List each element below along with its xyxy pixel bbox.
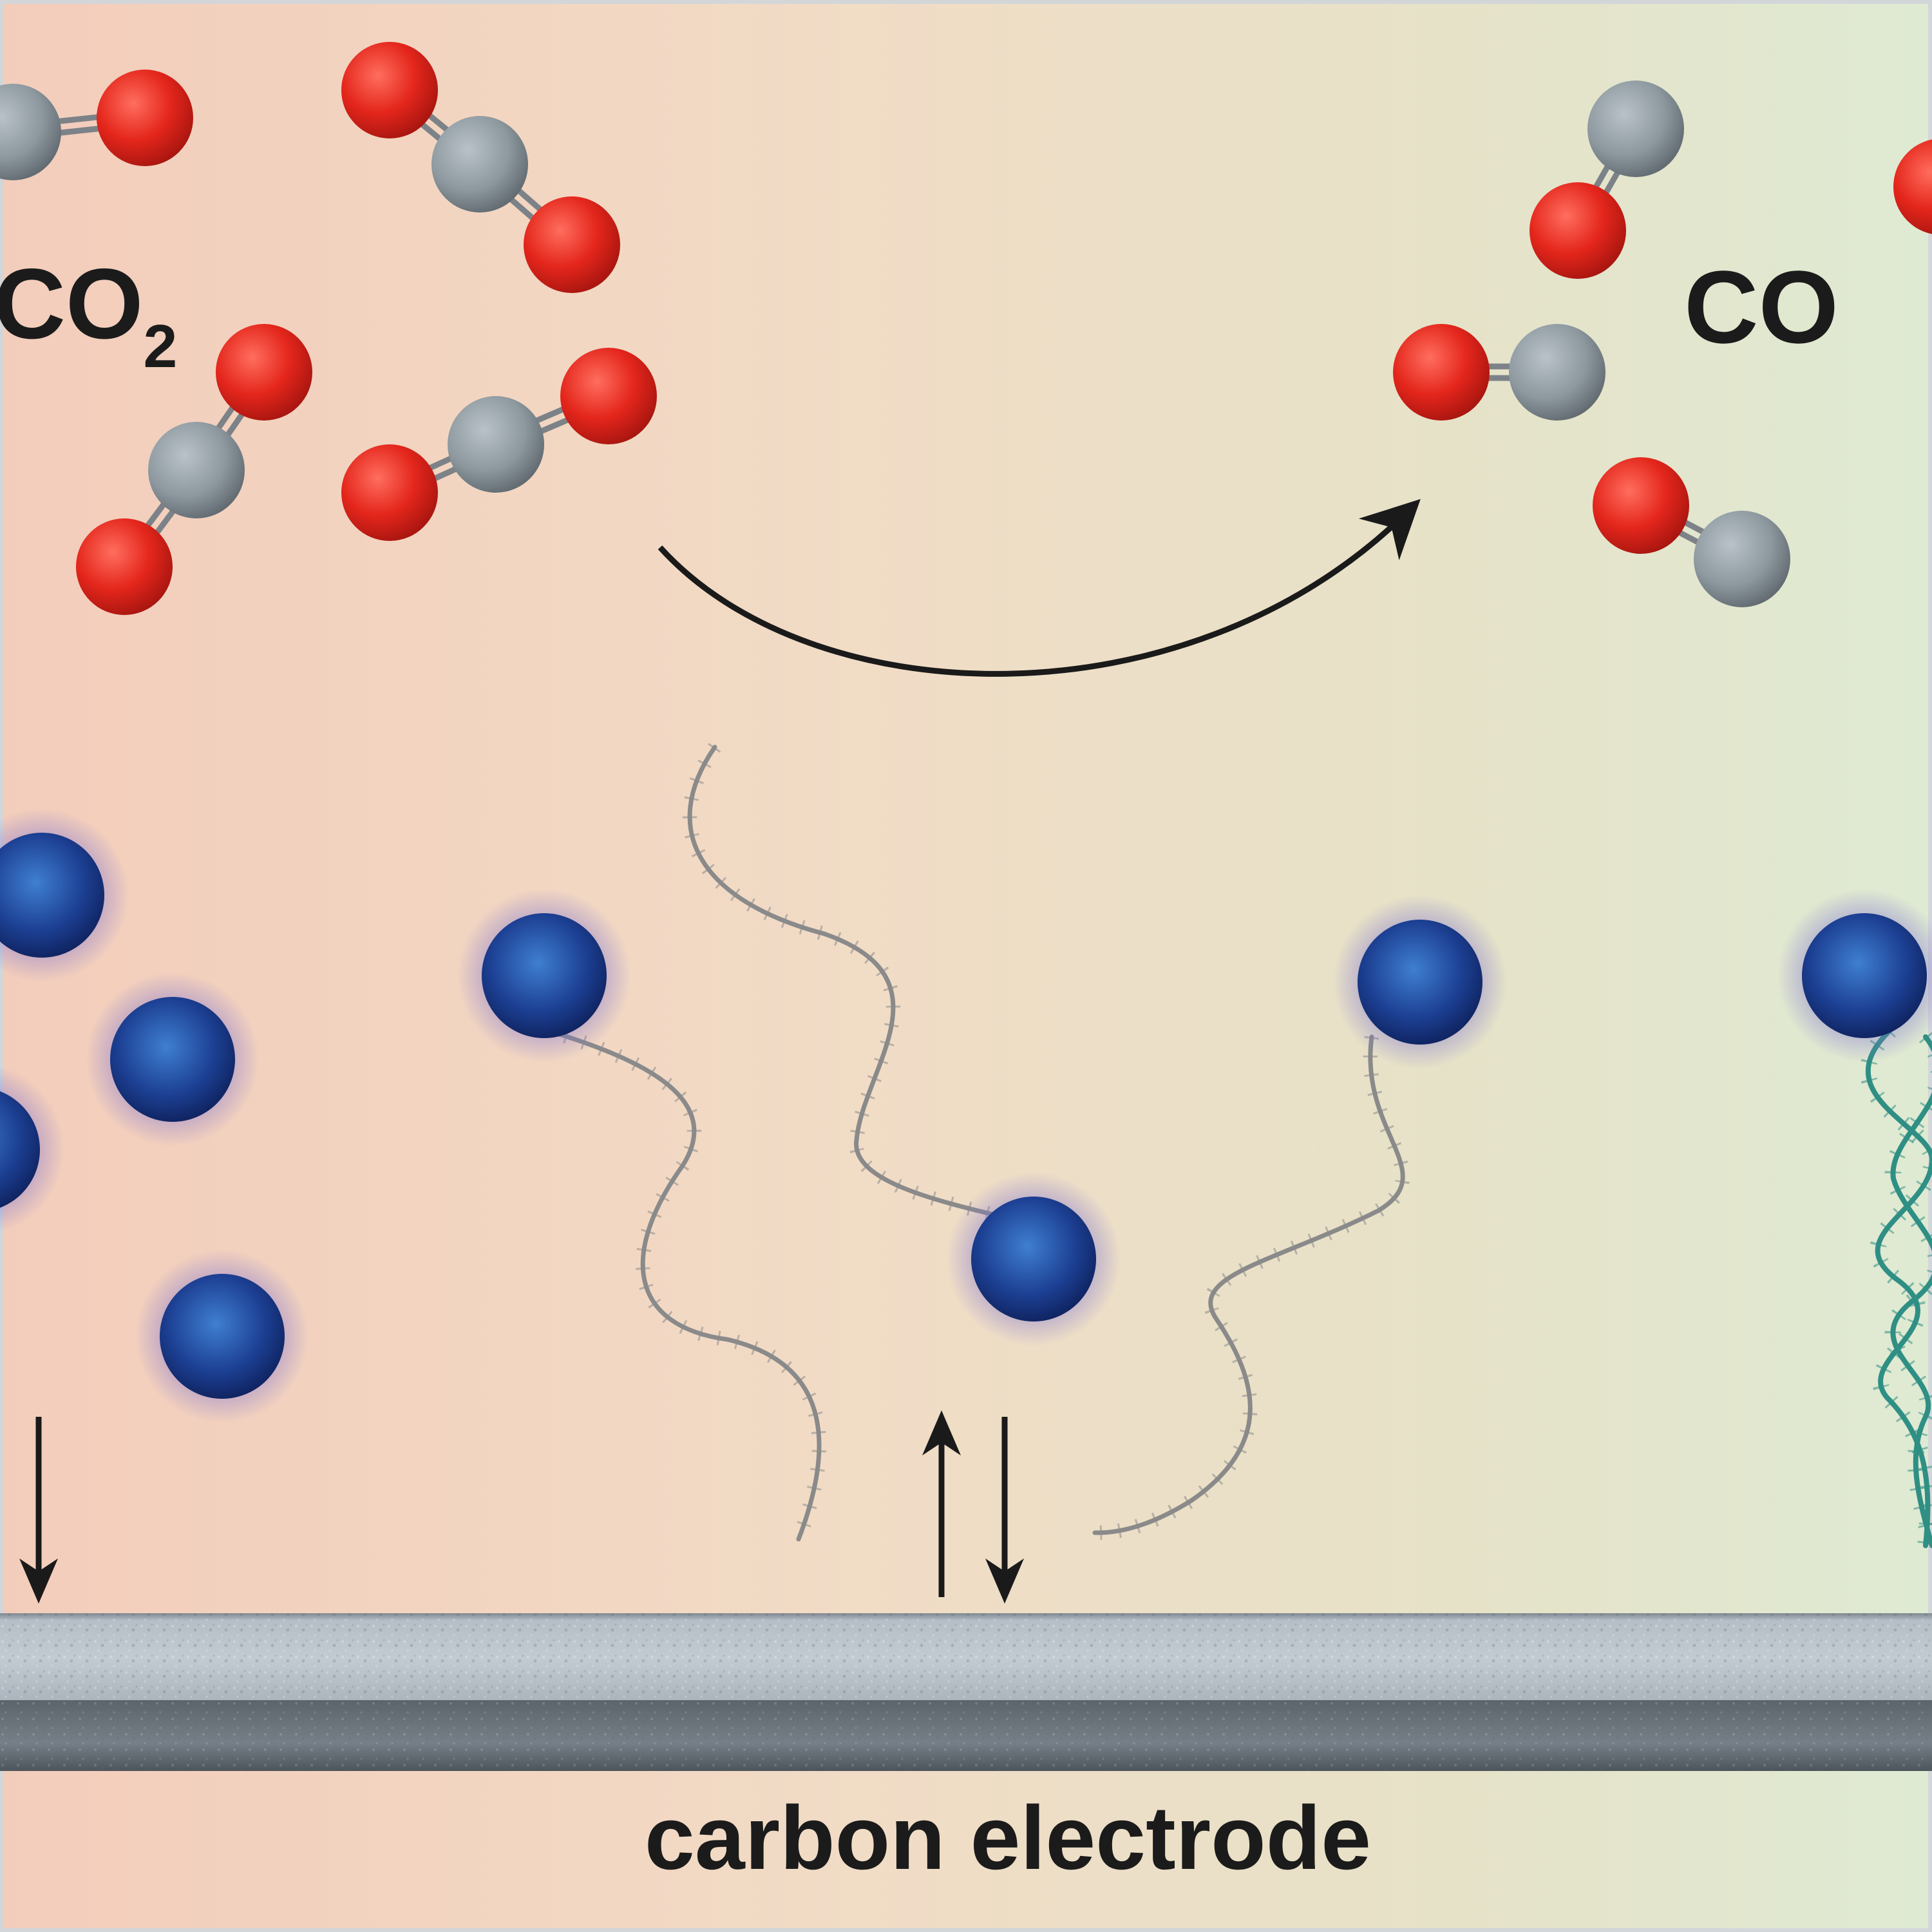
carbon-atom bbox=[0, 84, 61, 180]
nanoparticle-core bbox=[1358, 920, 1482, 1045]
nanoparticle bbox=[86, 972, 260, 1146]
carbon-atom bbox=[1694, 511, 1790, 607]
nanoparticle-core bbox=[0, 833, 104, 958]
oxygen-atom bbox=[524, 196, 620, 293]
oxygen-atom bbox=[1393, 324, 1490, 421]
co-molecule bbox=[1593, 457, 1790, 607]
carbon-atom bbox=[1587, 80, 1684, 177]
nanoparticle bbox=[0, 1065, 64, 1234]
nanoparticles bbox=[0, 808, 1932, 1423]
co2-label: CO2 bbox=[0, 248, 177, 381]
carbon-electrode bbox=[0, 1613, 1932, 1771]
nanoparticle-core bbox=[110, 997, 235, 1122]
nanoparticle bbox=[457, 889, 631, 1063]
carbon-atom bbox=[148, 422, 245, 518]
oxygen-atom bbox=[341, 444, 438, 541]
nanoparticle bbox=[1777, 889, 1932, 1063]
double-arrow-icon bbox=[922, 1410, 1024, 1604]
oxygen-atom bbox=[1530, 182, 1626, 279]
co2-molecule bbox=[76, 324, 312, 615]
co-molecule bbox=[1530, 80, 1684, 279]
nanoparticle bbox=[947, 1172, 1121, 1346]
oxygen-atom bbox=[1593, 457, 1689, 554]
carbon-atom bbox=[431, 116, 528, 213]
double-arrow-icon bbox=[19, 1417, 58, 1604]
oxygen-atom bbox=[97, 70, 193, 166]
oxygen-atom bbox=[76, 518, 173, 615]
nanoparticle-core bbox=[160, 1274, 285, 1399]
nanoparticle bbox=[1333, 895, 1507, 1069]
nanoparticle-core bbox=[482, 913, 607, 1038]
dna-single-strand bbox=[545, 1028, 822, 1542]
nanoparticle-core bbox=[0, 1091, 40, 1208]
nanoparticle bbox=[135, 1249, 309, 1423]
oxygen-atom bbox=[216, 324, 312, 421]
dna-single-strand bbox=[1092, 1034, 1405, 1535]
dna-double-strand-bases bbox=[1860, 1024, 1932, 1546]
oxygen-atom bbox=[560, 348, 657, 444]
nanoparticle bbox=[0, 808, 129, 982]
co2-molecules bbox=[0, 42, 657, 615]
co-molecule bbox=[1393, 324, 1605, 421]
dna-strands bbox=[545, 743, 1932, 1548]
carbon-atom bbox=[1509, 324, 1605, 421]
nanoparticle-core bbox=[1802, 913, 1927, 1038]
dna-double-strand bbox=[1890, 1034, 1932, 1548]
electrode-label: carbon electrode bbox=[645, 1787, 1371, 1888]
co-label: CO bbox=[1684, 249, 1839, 365]
co-molecule bbox=[1893, 139, 1932, 234]
curved-arrow-icon bbox=[658, 498, 1421, 677]
carbon-atom bbox=[448, 396, 544, 493]
nanoparticle-core bbox=[971, 1197, 1096, 1321]
co2-molecule bbox=[0, 70, 193, 180]
co2-molecule bbox=[341, 42, 620, 293]
dna-single-strand-bases bbox=[682, 743, 1032, 1231]
co2-molecule bbox=[341, 348, 657, 541]
oxygen-atom bbox=[1893, 139, 1932, 234]
oxygen-atom bbox=[341, 42, 438, 138]
co-molecules bbox=[1393, 80, 1932, 607]
